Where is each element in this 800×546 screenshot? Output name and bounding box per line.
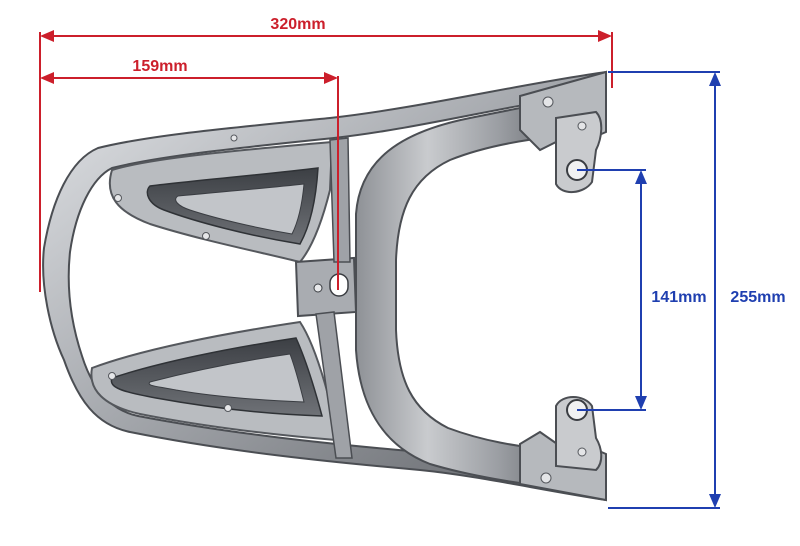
lower-mount-ear <box>555 396 603 472</box>
frame-hole-2 <box>202 232 210 240</box>
dimension-annotations: 320mm 159mm 141mm 255mm <box>39 16 786 509</box>
lower-rivet-2 <box>577 447 587 457</box>
center-width-label: 159mm <box>132 58 187 75</box>
lower-slot-inner <box>148 353 305 403</box>
frame-hole-3 <box>108 372 116 380</box>
upper-slot-inner <box>175 183 305 235</box>
overall-width-arrow-right <box>598 30 612 42</box>
center-small-hole <box>313 283 323 293</box>
center-width-arrow-left <box>40 72 54 84</box>
mount-spacing-label: 141mm <box>651 289 706 306</box>
frame-hole-4 <box>224 404 232 412</box>
mount-spacing-arrow-bottom <box>635 396 647 410</box>
upper-rivet-2 <box>577 121 587 131</box>
luggage-rack-illustration <box>42 70 607 502</box>
mount-spacing-arrow-top <box>635 170 647 184</box>
lower-strut <box>315 311 353 459</box>
mount-spacing-dimension: 141mm <box>577 169 707 411</box>
overall-width-dimension: 320mm <box>39 16 613 292</box>
frame-hole-5 <box>230 134 238 142</box>
lower-rivet-1 <box>540 472 552 484</box>
overall-width-arrow-left <box>40 30 54 42</box>
central-arch <box>355 98 561 490</box>
upper-strut <box>329 137 351 263</box>
upper-rivet-1 <box>542 96 554 108</box>
overall-width-label: 320mm <box>270 16 325 33</box>
overall-height-label: 255mm <box>730 289 785 306</box>
overall-height-arrow-bottom <box>709 494 721 508</box>
center-width-arrow-right <box>324 72 338 84</box>
frame-hole-1 <box>114 194 122 202</box>
overall-height-dimension: 255mm <box>608 71 786 509</box>
overall-height-arrow-top <box>709 72 721 86</box>
center-width-dimension: 159mm <box>40 58 339 290</box>
